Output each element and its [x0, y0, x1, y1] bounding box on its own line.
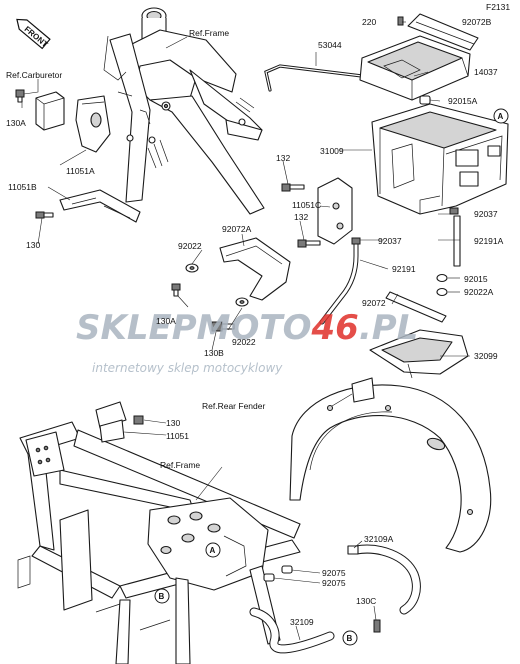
label-92191: 92191: [392, 264, 416, 274]
ref-rear-fender-label: Ref.Rear Fender: [202, 401, 265, 411]
ref-frame-top-label: Ref.Frame: [189, 28, 229, 38]
label-11051c: 11051C: [292, 200, 321, 210]
label-92015: 92015: [464, 274, 488, 284]
callout-a-bottom: A: [205, 542, 221, 558]
watermark-brand-a: SKLEP: [76, 308, 197, 348]
bracket-11051-icon: [99, 419, 125, 443]
label-31009: 31009: [320, 146, 344, 156]
label-11051a: 11051A: [66, 166, 95, 176]
front-arrow-icon: FRONT: [16, 18, 51, 50]
ref-carburetor-label: Ref.Carburetor: [6, 70, 62, 80]
bolt-130-left-icon: [35, 211, 54, 219]
bracket-11051b: [59, 189, 141, 223]
label-92022: 92022: [178, 241, 202, 251]
tube-92191a: [453, 215, 461, 267]
label-53044: 53044: [318, 40, 342, 50]
label-132-b: 132: [294, 212, 308, 222]
label-130b: 130B: [204, 348, 224, 358]
clamp-130c-icon: [373, 619, 381, 633]
hose-32109a: [347, 544, 421, 615]
main-frame-top: [103, 7, 265, 215]
label-92072b: 92072B: [462, 17, 492, 27]
label-92037-a: 92037: [474, 209, 498, 219]
tray-14037: [359, 13, 479, 101]
label-92075-b: 92075: [322, 578, 346, 588]
main-frame-bottom: [17, 401, 301, 664]
watermark-brand-c: 46: [311, 308, 359, 348]
svg-text:B: B: [159, 592, 165, 601]
label-130a-mid: 130A: [156, 316, 176, 326]
diagram-id: F2131: [486, 2, 510, 12]
watermark-brand-b: MOTO: [197, 308, 312, 348]
label-92075-a: 92075: [322, 568, 346, 578]
washer-92015-icon: [436, 273, 448, 297]
label-11051b: 11051B: [8, 182, 37, 192]
label-92072: 92072: [362, 298, 386, 308]
callout-b-left: B: [154, 588, 170, 604]
hose-92191: [319, 241, 359, 325]
label-130c: 130C: [356, 596, 376, 606]
label-32109a: 32109A: [364, 534, 394, 544]
svg-text:A: A: [210, 546, 216, 555]
label-14037: 14037: [474, 67, 498, 77]
grommet-92015a-icon: [419, 95, 431, 105]
label-92072a: 92072A: [222, 224, 252, 234]
ref-frame-bottom-label: Ref.Frame: [160, 460, 200, 470]
label-130-left: 130: [26, 240, 40, 250]
rear-fender: [289, 377, 492, 553]
leader-lines: [21, 21, 470, 641]
label-92015a: 92015A: [448, 96, 478, 106]
label-132-a: 132: [276, 153, 290, 163]
bracket-11051c: [317, 177, 353, 245]
label-220: 220: [362, 17, 376, 27]
label-32099: 32099: [474, 351, 498, 361]
label-92022a: 92022A: [464, 287, 494, 297]
watermark-brand-d: .PL: [359, 308, 419, 348]
bolt-132-a-icon: [281, 183, 305, 192]
hose-32109: [249, 607, 335, 654]
bolt-130a-mid-icon: [171, 283, 181, 297]
washer-92022-icon: [185, 263, 199, 273]
bracket-92072a: [219, 237, 291, 301]
label-130a-top: 130A: [6, 118, 26, 128]
rod-53044: [264, 64, 364, 92]
battery-case-31009: [371, 103, 509, 215]
watermark: SKLEPMOTO46.PL internetowy sklep motocyk…: [76, 308, 418, 375]
svg-text:A: A: [498, 112, 504, 121]
label-11051: 11051: [166, 431, 189, 441]
bolt-130a-top-icon: [15, 89, 25, 103]
bracket-11051a: [35, 91, 111, 153]
bolt-130b-icon: [211, 321, 235, 332]
label-92191a: 92191A: [474, 236, 504, 246]
washer-92075-icon: [263, 565, 293, 582]
bolt-130-mid-icon: [133, 415, 144, 425]
svg-text:SKLEPMOTO46.PL: SKLEPMOTO46.PL: [76, 308, 418, 348]
bolt-132-b-icon: [297, 239, 321, 248]
watermark-tagline: internetowy sklep motocyklowy: [92, 361, 283, 375]
label-32109: 32109: [290, 617, 314, 627]
washer-92022b-icon: [235, 297, 249, 307]
label-92022-b: 92022: [232, 337, 256, 347]
grommet-92037-icon: [351, 207, 459, 245]
label-92037-b: 92037: [378, 236, 402, 246]
svg-text:B: B: [347, 634, 353, 643]
strap-92072: [385, 291, 447, 323]
callout-a-top: A: [493, 108, 509, 124]
callout-b-right: B: [342, 630, 358, 646]
label-130-mid: 130: [166, 418, 180, 428]
screw-220-icon: [397, 16, 404, 26]
